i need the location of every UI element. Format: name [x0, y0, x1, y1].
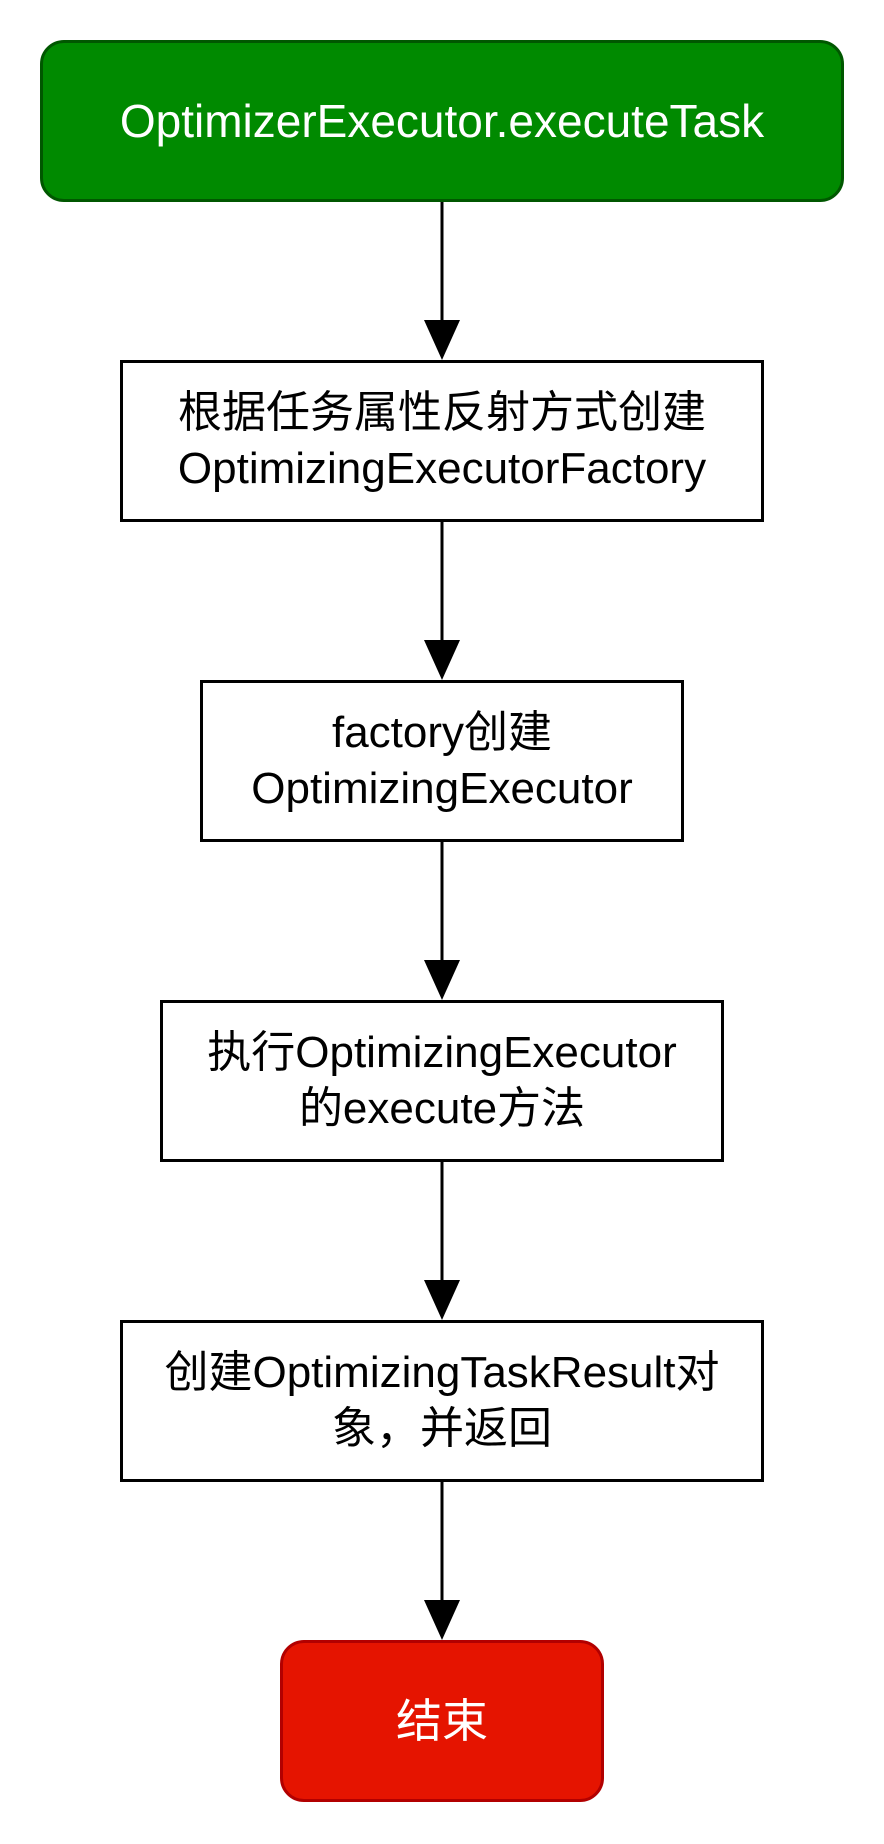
step-line: 象，并返回 — [332, 1404, 552, 1453]
start-node: OptimizerExecutor.executeTask — [40, 40, 844, 202]
step-line: factory创建 — [331, 708, 553, 757]
step-line: 的execute方法 — [298, 1084, 586, 1133]
step-create-result: 创建OptimizingTaskResult对 象，并返回 — [120, 1320, 764, 1482]
step-line: 创建OptimizingTaskResult对 — [164, 1348, 720, 1397]
end-node: 结束 — [280, 1640, 604, 1802]
arrowhead-icon — [424, 960, 460, 1000]
step-create-factory: 根据任务属性反射方式创建 OptimizingExecutorFactory — [120, 360, 764, 522]
arrowhead-icon — [424, 1280, 460, 1320]
arrowhead-icon — [424, 320, 460, 360]
step-line: OptimizingExecutor — [251, 764, 633, 813]
start-label: OptimizerExecutor.executeTask — [119, 95, 765, 147]
arrowhead-icon — [424, 1600, 460, 1640]
step-line: 根据任务属性反射方式创建 — [178, 388, 706, 437]
step-line: 执行OptimizingExecutor — [207, 1028, 677, 1077]
arrowhead-icon — [424, 640, 460, 680]
end-label: 结束 — [396, 1695, 488, 1747]
step-run-execute: 执行OptimizingExecutor 的execute方法 — [160, 1000, 724, 1162]
step-line: OptimizingExecutorFactory — [177, 444, 707, 493]
step-factory-create-executor: factory创建 OptimizingExecutor — [200, 680, 684, 842]
